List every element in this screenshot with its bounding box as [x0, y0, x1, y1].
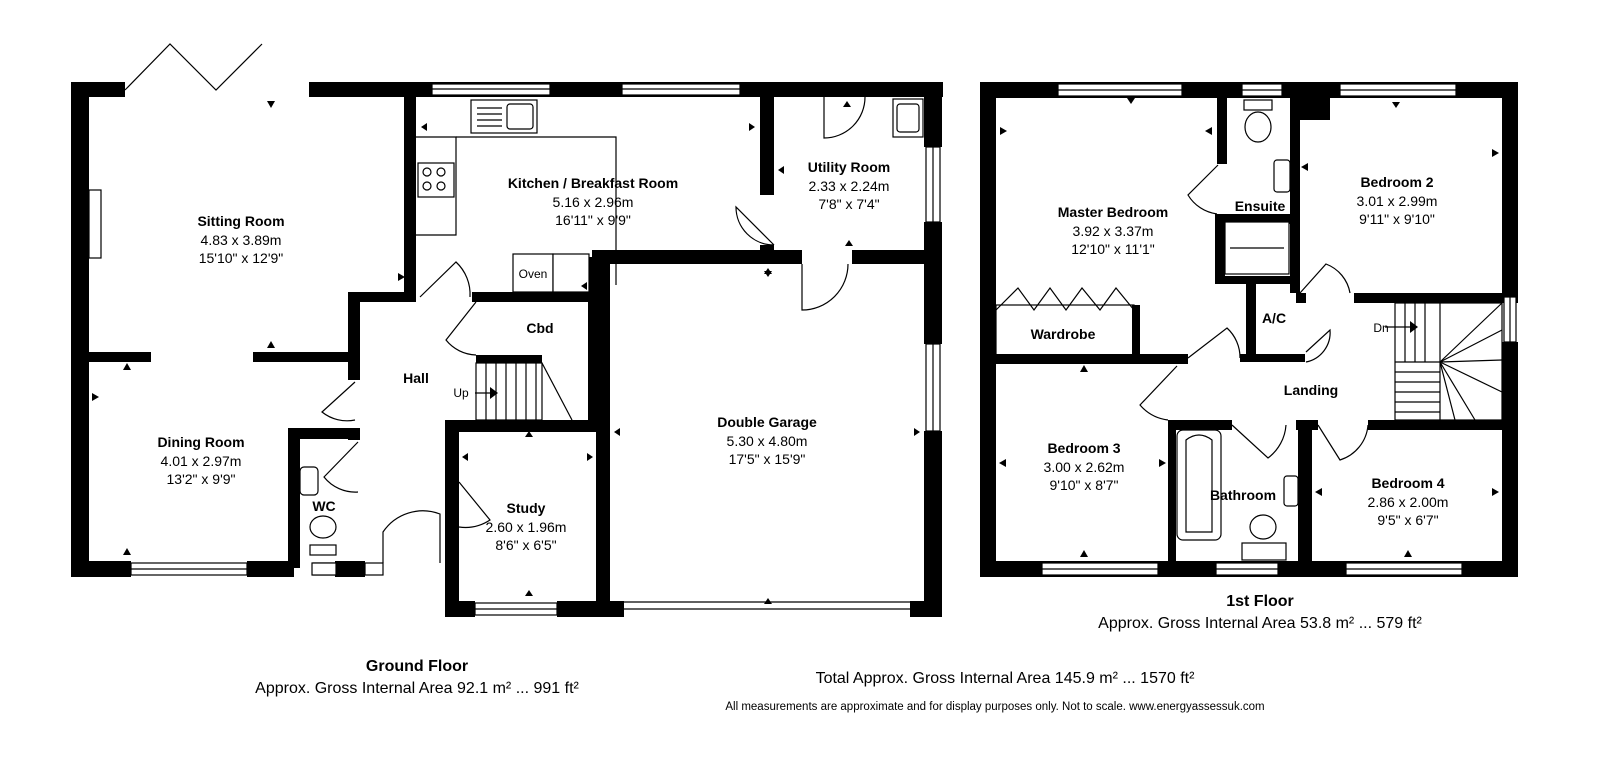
area-captions: Ground Floor Approx. Gross Internal Area…: [255, 593, 1422, 713]
kitchen-imperial: 16'11" x 9'9": [555, 212, 631, 228]
wc-label: WC: [312, 498, 335, 514]
ground-floor-plan: [71, 43, 943, 617]
study-imperial: 8'6" x 6'5": [495, 537, 556, 553]
bedroom-2-name: Bedroom 2: [1360, 174, 1433, 190]
first-floor-area: Approx. Gross Internal Area 53.8 m² ... …: [1098, 615, 1422, 632]
room-labels: Sitting Room 4.83 x 3.89m 15'10" x 12'9"…: [157, 159, 1448, 553]
wardrobe-label: Wardrobe: [1031, 326, 1096, 342]
utility-room-name: Utility Room: [808, 159, 890, 175]
bedroom-4-metric: 2.86 x 2.00m: [1368, 494, 1449, 510]
bathroom-label: Bathroom: [1210, 487, 1276, 503]
dining-room-metric: 4.01 x 2.97m: [161, 453, 242, 469]
bedroom-3-name: Bedroom 3: [1047, 440, 1120, 456]
garage-imperial: 17'5" x 15'9": [729, 451, 806, 467]
kitchen-metric: 5.16 x 2.96m: [553, 194, 634, 210]
study-metric: 2.60 x 1.96m: [486, 519, 567, 535]
master-bedroom-name: Master Bedroom: [1058, 204, 1168, 220]
garage-metric: 5.30 x 4.80m: [727, 433, 808, 449]
ground-floor-area: Approx. Gross Internal Area 92.1 m² ... …: [255, 680, 579, 697]
utility-room-imperial: 7'8" x 7'4": [818, 196, 879, 212]
sitting-room-imperial: 15'10" x 12'9": [199, 250, 284, 266]
dining-room-imperial: 13'2" x 9'9": [167, 471, 236, 487]
bedroom-2-metric: 3.01 x 2.99m: [1357, 193, 1438, 209]
first-floor-title: 1st Floor: [1226, 593, 1294, 610]
ac-label: A/C: [1262, 310, 1286, 326]
kitchen-name: Kitchen / Breakfast Room: [508, 175, 678, 191]
sitting-room-metric: 4.83 x 3.89m: [201, 232, 282, 248]
utility-room-metric: 2.33 x 2.24m: [809, 178, 890, 194]
ground-floor-title: Ground Floor: [366, 658, 468, 675]
oven-label: Oven: [519, 267, 548, 281]
bedroom-4-name: Bedroom 4: [1371, 475, 1444, 491]
total-area: Total Approx. Gross Internal Area 145.9 …: [816, 670, 1196, 687]
bedroom-2-imperial: 9'11" x 9'10": [1359, 211, 1435, 227]
dining-room-name: Dining Room: [157, 434, 244, 450]
bedroom-4-imperial: 9'5" x 6'7": [1377, 512, 1438, 528]
hall-label: Hall: [403, 370, 429, 386]
disclaimer: All measurements are approximate and for…: [725, 701, 1264, 713]
master-bedroom-metric: 3.92 x 3.37m: [1073, 223, 1154, 239]
bedroom-3-metric: 3.00 x 2.62m: [1044, 459, 1125, 475]
bedroom-3-imperial: 9'10" x 8'7": [1050, 477, 1119, 493]
sitting-room-name: Sitting Room: [197, 213, 284, 229]
landing-label: Landing: [1284, 382, 1338, 398]
study-name: Study: [507, 500, 546, 516]
first-floor-plan: [980, 82, 1518, 577]
master-bedroom-imperial: 12'10" x 11'1": [1071, 241, 1155, 257]
stairs-up-label: Up: [453, 386, 469, 400]
ensuite-label: Ensuite: [1235, 198, 1286, 214]
stairs-down-label: Dn: [1373, 321, 1388, 335]
cupboard-label: Cbd: [526, 320, 553, 336]
garage-name: Double Garage: [717, 414, 817, 430]
